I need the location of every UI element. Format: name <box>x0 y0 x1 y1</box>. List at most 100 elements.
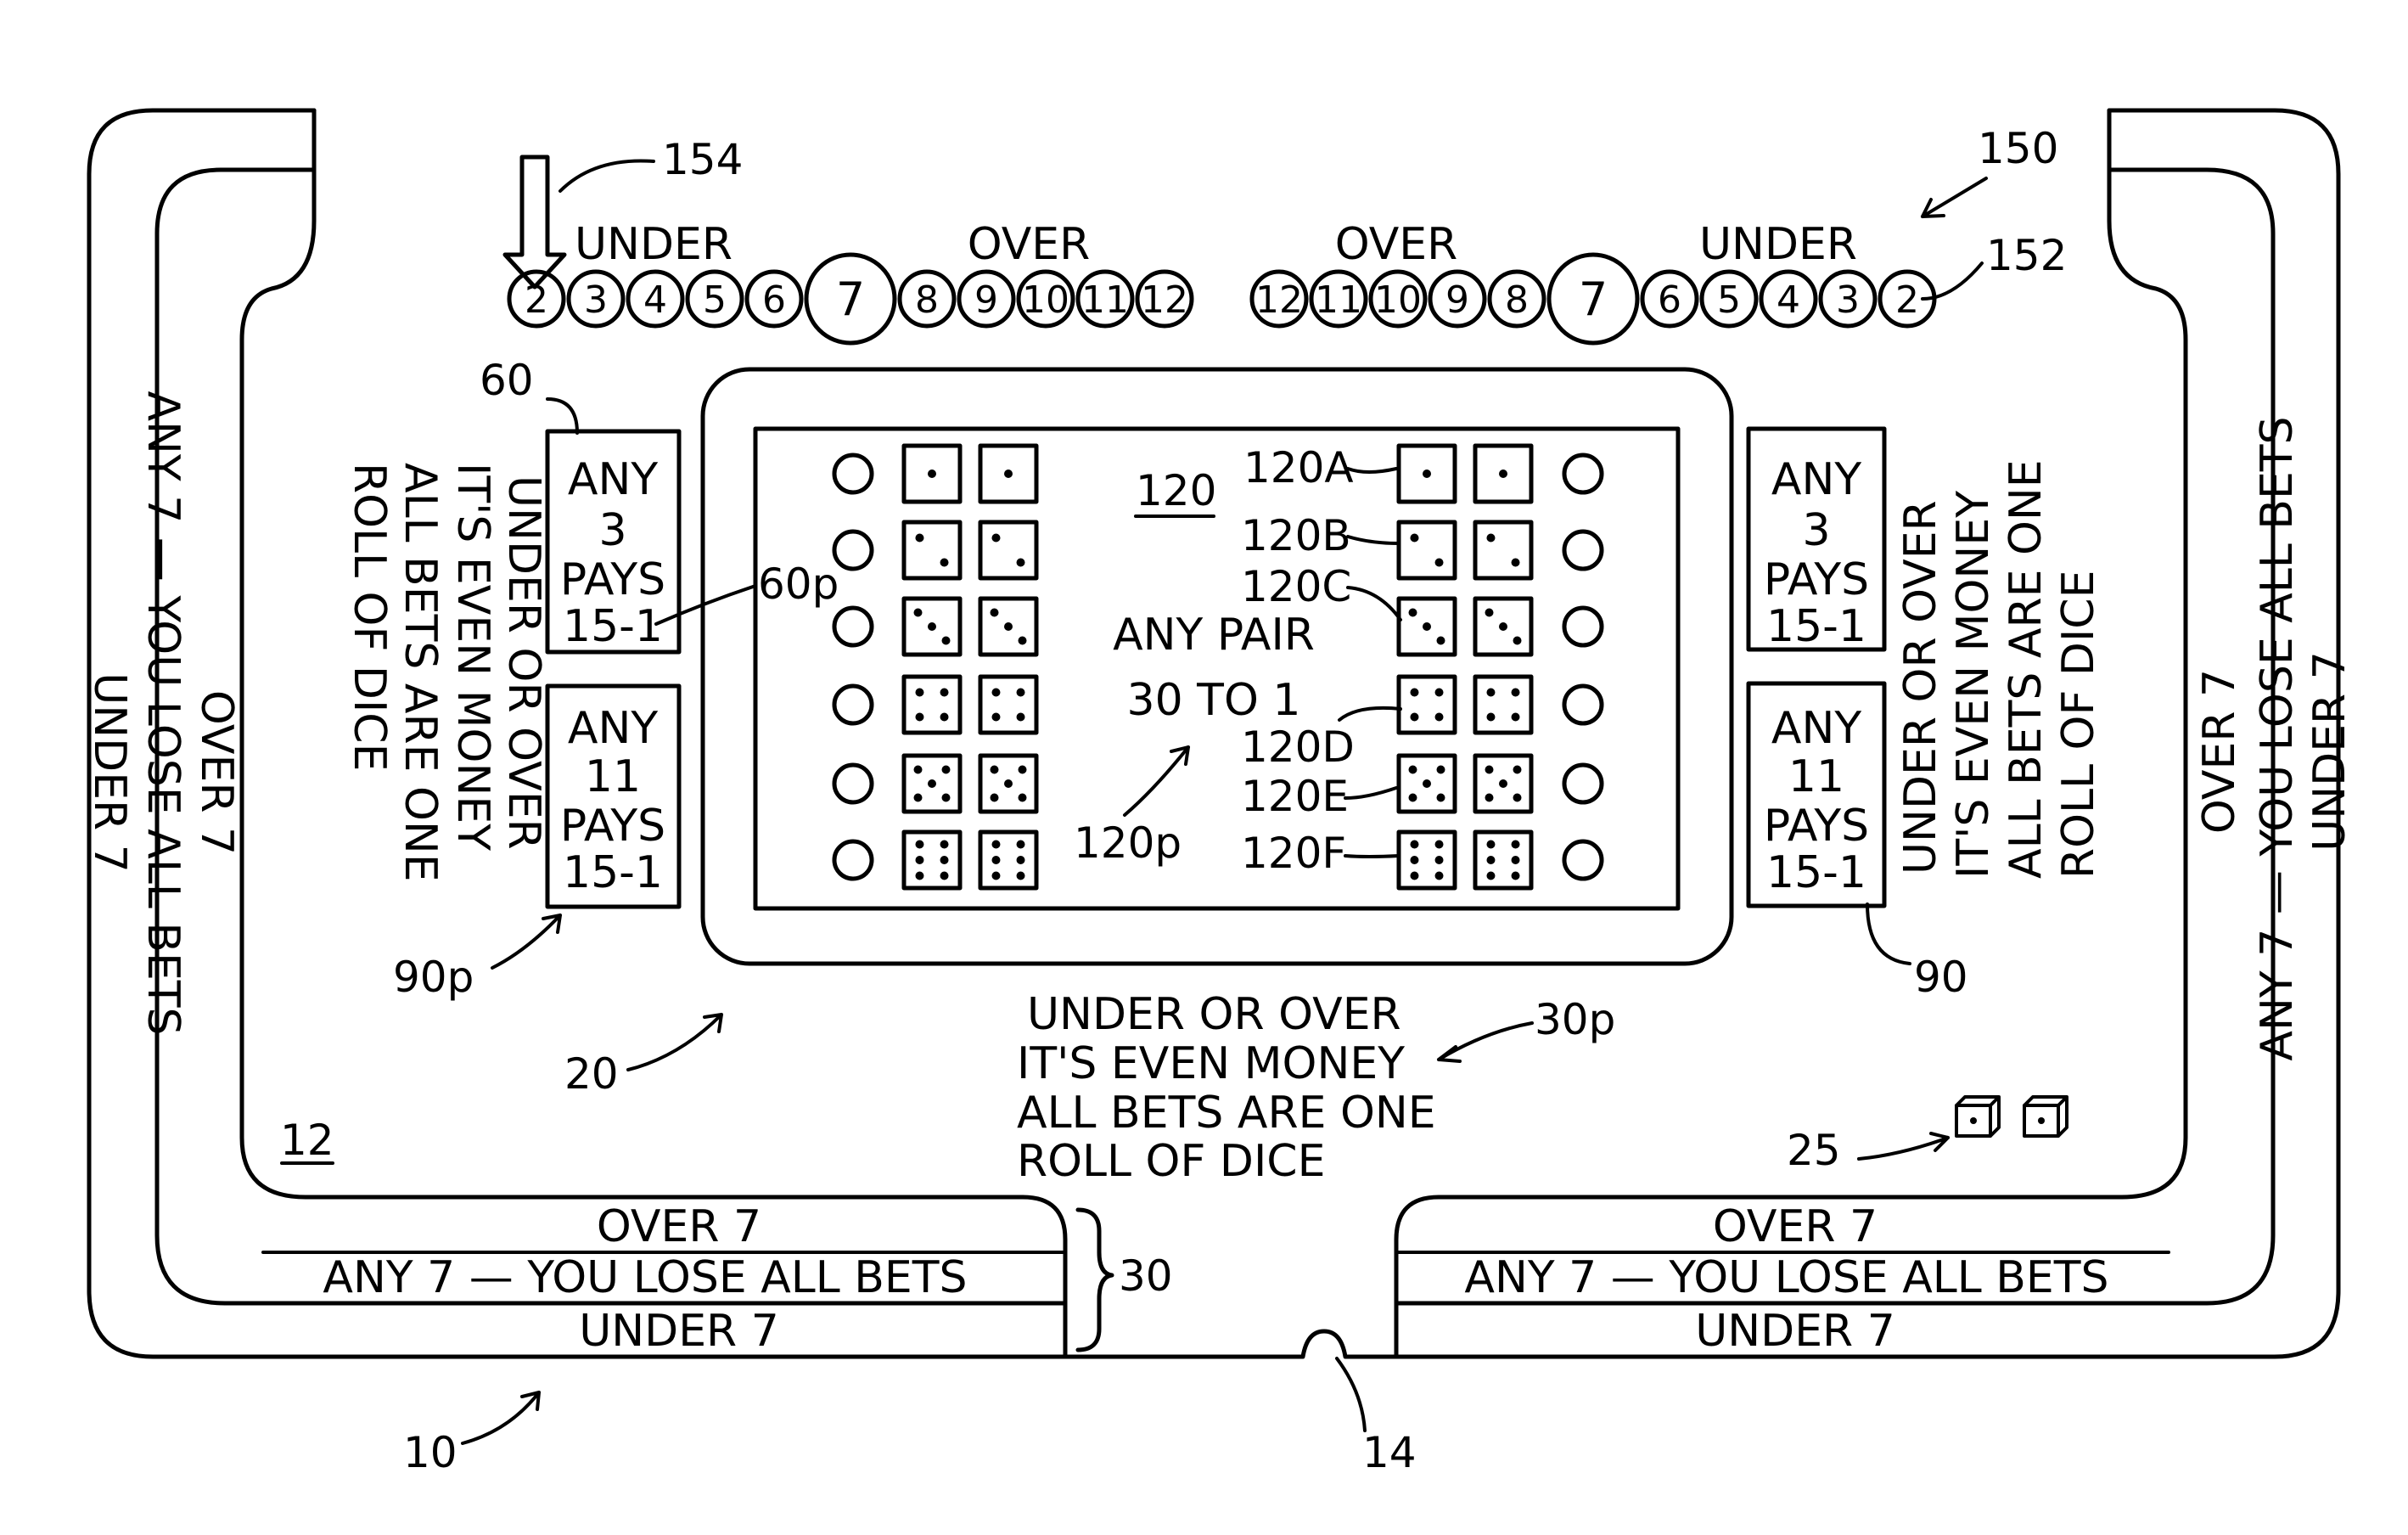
bet-spot <box>834 841 872 879</box>
rule-line: IT'S EVEN MONEY <box>1017 1038 1405 1089</box>
ref-120: 120 <box>1136 466 1216 515</box>
track-over-label: OVER <box>968 219 1091 270</box>
track-number-label: 6 <box>1658 278 1681 322</box>
track-number-7: 7 <box>1549 255 1637 343</box>
bet-spot <box>834 531 872 569</box>
track-number-9: 9 <box>1430 272 1485 326</box>
die-face-6 <box>1475 832 1531 888</box>
track-number-label: 10 <box>1374 278 1422 322</box>
ref-120a: 120A <box>1243 443 1354 492</box>
track-number-12: 12 <box>1137 272 1192 326</box>
rail-any7-text: ANY 7 — YOU LOSE ALL BETS <box>2252 416 2303 1060</box>
indicator-arrow <box>505 157 564 287</box>
track-number-label: 4 <box>1777 278 1800 322</box>
die-face-5 <box>904 756 960 812</box>
ref-154: 154 <box>662 135 743 184</box>
track-number-12: 12 <box>1252 272 1306 326</box>
rail-under-text: UNDER 7 <box>2304 651 2355 852</box>
ref-120c: 120C <box>1241 562 1351 611</box>
ref-60p: 60p <box>758 559 839 609</box>
ref-90: 90 <box>1914 953 1968 1002</box>
rules-left: UNDER OR OVER IT'S EVEN MONEY ALL BETS A… <box>344 463 549 882</box>
rule-line: ALL BETS ARE ONE <box>2001 459 2052 879</box>
prop-any11-left: ANY 11 PAYS 15-1 <box>547 686 679 907</box>
rule-line: ROLL OF DICE <box>2053 571 2104 879</box>
track-number-11: 11 <box>1311 272 1366 326</box>
rule-line: IT'S EVEN MONEY <box>447 463 498 851</box>
die-face-2 <box>1399 522 1455 578</box>
prop-line: 15-1 <box>1766 601 1866 652</box>
pair-row <box>834 756 1602 812</box>
prop-line: 15-1 <box>563 847 663 898</box>
track-number-label: 11 <box>1081 278 1129 322</box>
track-number-3: 3 <box>569 272 623 326</box>
die-face-1 <box>1475 446 1531 502</box>
dice-icon <box>1956 1097 2067 1136</box>
prop-line: 11 <box>585 751 641 802</box>
prop-any11-right: ANY 11 PAYS 15-1 <box>1748 683 1884 906</box>
die-face-4 <box>1475 677 1531 733</box>
track-number-10: 10 <box>1019 272 1073 326</box>
track-number-6: 6 <box>747 272 801 326</box>
any-pair-odds: 30 TO 1 <box>1126 675 1300 726</box>
track-number-8: 8 <box>1490 272 1544 326</box>
track-number-label: 12 <box>1255 278 1303 322</box>
track-number-label: 8 <box>915 278 939 322</box>
pair-row <box>834 832 1602 888</box>
die-face-2 <box>980 522 1036 578</box>
ref-60: 60 <box>480 356 534 405</box>
prop-any3-right: ANY 3 PAYS 15-1 <box>1748 429 1884 652</box>
bet-spot <box>834 608 872 645</box>
any-pair-grid <box>834 446 1602 888</box>
track-under-label: UNDER <box>1699 219 1857 270</box>
rail-any7-text: ANY 7 — YOU LOSE ALL BETS <box>138 391 188 1035</box>
die-face-4 <box>1399 677 1455 733</box>
ref-120f: 120F <box>1241 829 1346 878</box>
ref-90p: 90p <box>393 953 474 1002</box>
die-face-3 <box>1475 599 1531 655</box>
pair-row <box>834 446 1602 502</box>
bet-spot <box>834 455 872 492</box>
bet-spot <box>1564 765 1602 802</box>
prop-line: ANY <box>568 454 658 505</box>
die-face-3 <box>980 599 1036 655</box>
track-over-label: OVER <box>1335 219 1458 270</box>
track-number-label: 3 <box>584 278 608 322</box>
rule-line: ROLL OF DICE <box>1017 1136 1325 1187</box>
die-face-1 <box>1399 446 1455 502</box>
any-pair-label: ANY PAIR <box>1113 610 1315 661</box>
number-track-right: OVER UNDER 12111098765432 <box>1252 219 1934 343</box>
bet-spot <box>834 765 872 802</box>
bet-spot <box>834 686 872 723</box>
track-number-9: 9 <box>959 272 1013 326</box>
prop-line: 15-1 <box>1766 847 1866 898</box>
track-number-label: 12 <box>1141 278 1188 322</box>
prop-line: ANY <box>568 703 658 754</box>
bet-spot <box>1564 608 1602 645</box>
ref-150: 150 <box>1978 124 2058 173</box>
bet-spot <box>1564 531 1602 569</box>
bet-spot <box>1564 686 1602 723</box>
rule-line: ALL BETS ARE ONE <box>1017 1088 1436 1139</box>
prop-line: 3 <box>598 505 626 556</box>
number-track-left: UNDER OVER 23456789101112 <box>509 219 1192 343</box>
track-number-label: 11 <box>1315 278 1362 322</box>
rail-over-text: OVER 7 <box>597 1201 761 1252</box>
die-face-5 <box>1475 756 1531 812</box>
prop-line: 11 <box>1788 751 1844 802</box>
track-number-4: 4 <box>1761 272 1816 326</box>
die-face-4 <box>904 677 960 733</box>
ref-120d: 120D <box>1241 723 1355 772</box>
center-layout <box>703 369 1732 964</box>
ref-20: 20 <box>564 1049 619 1099</box>
rule-line: UNDER OR OVER <box>1895 500 1946 874</box>
ref-120p: 120p <box>1074 818 1182 868</box>
ref-12: 12 <box>280 1116 334 1165</box>
die-face-4 <box>980 677 1036 733</box>
track-number-10: 10 <box>1371 272 1425 326</box>
rules-center: UNDER OR OVER IT'S EVEN MONEY ALL BETS A… <box>1017 989 1436 1187</box>
rail-over-text: OVER 7 <box>1713 1201 1878 1252</box>
die-face-2 <box>904 522 960 578</box>
die-face-3 <box>1399 599 1455 655</box>
die-face-6 <box>904 832 960 888</box>
